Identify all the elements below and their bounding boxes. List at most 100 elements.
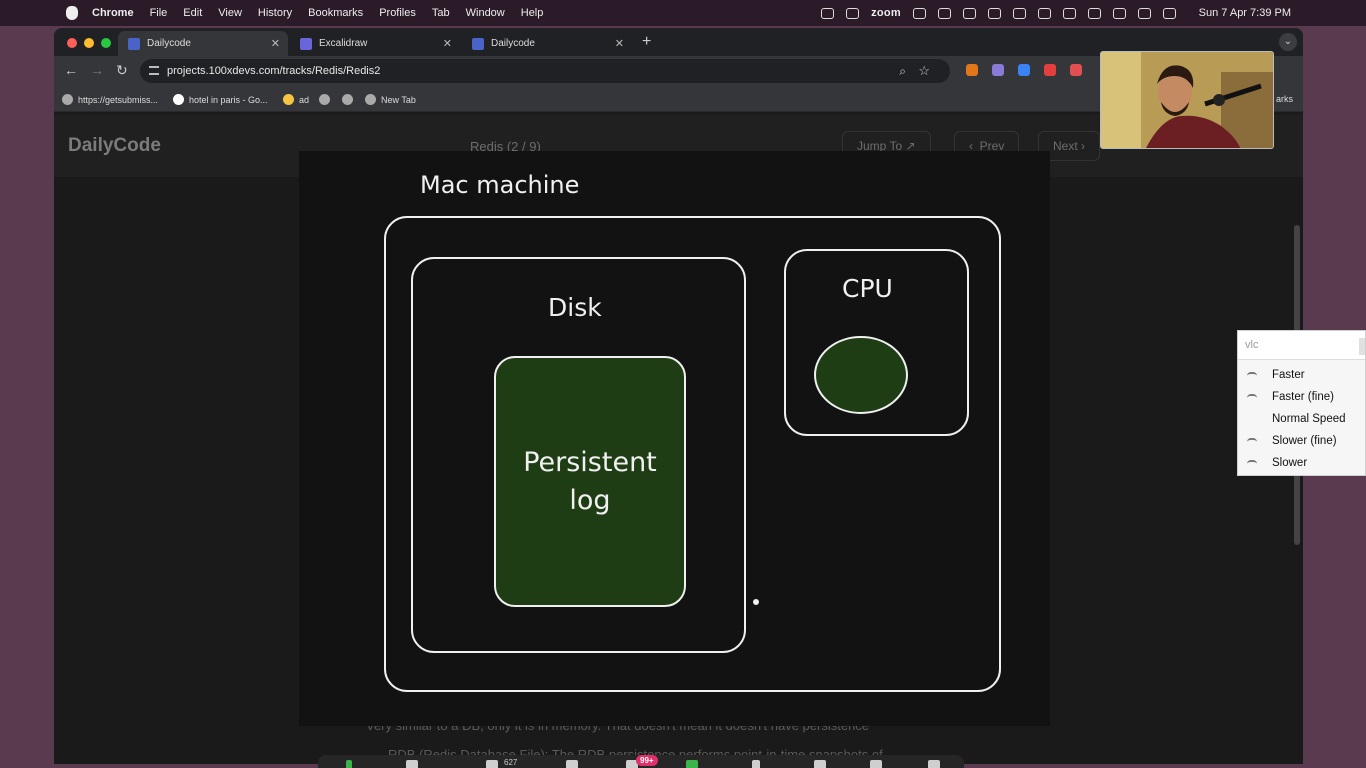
cloud-icon[interactable]	[846, 7, 860, 19]
address-bar[interactable]: projects.100xdevs.com/tracks/Redis/Redis…	[140, 59, 950, 83]
extension-icon[interactable]	[1044, 64, 1056, 76]
bookmark-item[interactable]: hotel in paris - Go...	[173, 94, 268, 105]
bookmark-star-icon[interactable]: ☆	[918, 63, 930, 78]
vlc-search-field[interactable]: vlc	[1238, 331, 1365, 360]
menu-view[interactable]: View	[218, 7, 242, 19]
reload-icon[interactable]: ↻	[116, 62, 128, 78]
tab-label: Excalidraw	[319, 38, 368, 49]
menu-bookmarks[interactable]: Bookmarks	[308, 7, 364, 19]
status-icon[interactable]	[1013, 7, 1026, 19]
extension-icon[interactable]	[992, 64, 1004, 76]
menu-profiles[interactable]: Profiles	[379, 7, 416, 19]
vlc-item-faster[interactable]: Faster	[1238, 365, 1366, 387]
menu-edit[interactable]: Edit	[183, 7, 203, 19]
search-icon[interactable]	[1138, 7, 1151, 19]
status-icon[interactable]	[988, 7, 1001, 19]
tab-dailycode-2[interactable]: Dailycode ✕	[462, 31, 632, 56]
tab-dailycode[interactable]: Dailycode ✕	[118, 31, 288, 56]
tab-label: Dailycode	[491, 38, 535, 49]
webcam-image	[1101, 52, 1273, 148]
vlc-item-slower-fine[interactable]: Slower (fine)	[1238, 431, 1366, 453]
menu-file[interactable]: File	[149, 7, 168, 19]
menu-tab[interactable]: Tab	[431, 7, 450, 19]
chat-icon[interactable]	[566, 760, 578, 768]
video-icon[interactable]	[406, 760, 418, 768]
menu-window[interactable]: Window	[465, 7, 505, 19]
drawing-canvas[interactable]: Mac machine Disk Persistent log CPU	[299, 151, 1050, 726]
vlc-item-normal-speed[interactable]: Normal Speed	[1238, 409, 1366, 431]
close-icon[interactable]: ✕	[270, 38, 280, 50]
new-tab-plus-icon[interactable]: +	[642, 33, 652, 50]
metamask-icon[interactable]	[966, 64, 978, 76]
control-center-icon[interactable]	[1163, 7, 1176, 19]
forward-arrow-icon[interactable]: →	[90, 62, 104, 78]
menu-history[interactable]: History	[257, 7, 293, 19]
vlc-menu-scrollbar[interactable]	[1359, 338, 1365, 355]
notification-badge: 99+	[636, 755, 658, 766]
status-icon[interactable]	[963, 7, 976, 19]
wifi-icon[interactable]	[1113, 7, 1126, 19]
menu-help[interactable]: Help	[520, 7, 544, 19]
zoom-toolbar: 627 99+	[318, 755, 964, 768]
webcam-video[interactable]	[1100, 51, 1274, 149]
vlc-item-label: Normal Speed	[1272, 413, 1346, 425]
address-url: projects.100xdevs.com/tracks/Redis/Redis…	[167, 65, 381, 77]
site-logo[interactable]: DailyCode	[68, 135, 161, 156]
battery-icon[interactable]	[1088, 7, 1101, 19]
faster-fine-icon	[1247, 394, 1257, 399]
participants-count: 627	[504, 758, 518, 767]
zoom-magnifier-icon[interactable]: ⌕	[899, 64, 906, 78]
zoom-status-label[interactable]: zoom	[871, 7, 901, 19]
participants-icon[interactable]	[486, 760, 498, 768]
bookmark-item[interactable]: New Tab	[365, 94, 416, 105]
vlc-search-text: vlc	[1245, 339, 1259, 351]
display-icon[interactable]	[1038, 7, 1051, 19]
share-screen-icon[interactable]	[686, 760, 698, 768]
extension-icon[interactable]	[1018, 64, 1030, 76]
microphone-icon[interactable]	[346, 760, 352, 768]
bookmarks-bar: https://getsubmiss... hotel in paris - G…	[54, 86, 1303, 112]
annotate-icon[interactable]	[814, 760, 826, 768]
minimize-window-button[interactable]	[84, 38, 94, 48]
status-icon[interactable]	[938, 7, 951, 19]
bookmark-item[interactable]: https://getsubmiss...	[62, 94, 158, 105]
bookmark-item[interactable]	[342, 94, 358, 105]
more-icon[interactable]	[928, 760, 940, 768]
persistent-log-box	[494, 356, 686, 607]
cpu-box	[784, 249, 969, 436]
cursor-dot	[753, 599, 759, 605]
reactions-icon[interactable]	[626, 760, 638, 768]
vlc-item-faster-fine[interactable]: Faster (fine)	[1238, 387, 1366, 409]
pause-icon[interactable]	[752, 760, 760, 768]
bookmark-item[interactable]	[319, 94, 335, 105]
apple-icon[interactable]	[66, 6, 78, 20]
apps-icon[interactable]	[870, 760, 882, 768]
menu-app[interactable]: Chrome	[92, 7, 134, 19]
status-icon[interactable]	[913, 7, 926, 19]
extension-icon[interactable]	[1070, 64, 1082, 76]
zoom-window-button[interactable]	[101, 38, 111, 48]
site-info-icon[interactable]	[149, 66, 159, 75]
tab-search-chevron-icon[interactable]: ⌄	[1279, 33, 1297, 51]
disk-box	[411, 257, 746, 653]
close-icon[interactable]: ✕	[442, 38, 452, 50]
mac-machine-box	[384, 216, 1001, 692]
close-window-button[interactable]	[67, 38, 77, 48]
dailycode-favicon-icon	[472, 37, 484, 50]
vlc-item-label: Slower	[1272, 457, 1308, 469]
tab-excalidraw[interactable]: Excalidraw ✕	[290, 31, 460, 56]
bookmark-item[interactable]: ad	[283, 94, 309, 105]
browser-window: Dailycode ✕ Excalidraw ✕ Dailycode ✕ + ⌄…	[54, 28, 1303, 764]
next-button[interactable]: Next ›	[1038, 131, 1101, 161]
back-arrow-icon[interactable]: ←	[64, 62, 78, 78]
vlc-item-slower[interactable]: Slower	[1238, 453, 1366, 475]
status-icon[interactable]	[821, 7, 835, 19]
vlc-item-label: Slower (fine)	[1272, 435, 1337, 447]
globe-icon	[342, 94, 353, 105]
moon-icon[interactable]	[1063, 7, 1076, 19]
excalidraw-favicon-icon	[300, 37, 312, 50]
menubar-clock[interactable]: Sun 7 Apr 7:39 PM	[1198, 7, 1291, 19]
persistent-log-label-1: Persistent	[523, 447, 657, 478]
all-bookmarks-label[interactable]: arks	[1275, 94, 1293, 104]
close-icon[interactable]: ✕	[614, 38, 624, 50]
